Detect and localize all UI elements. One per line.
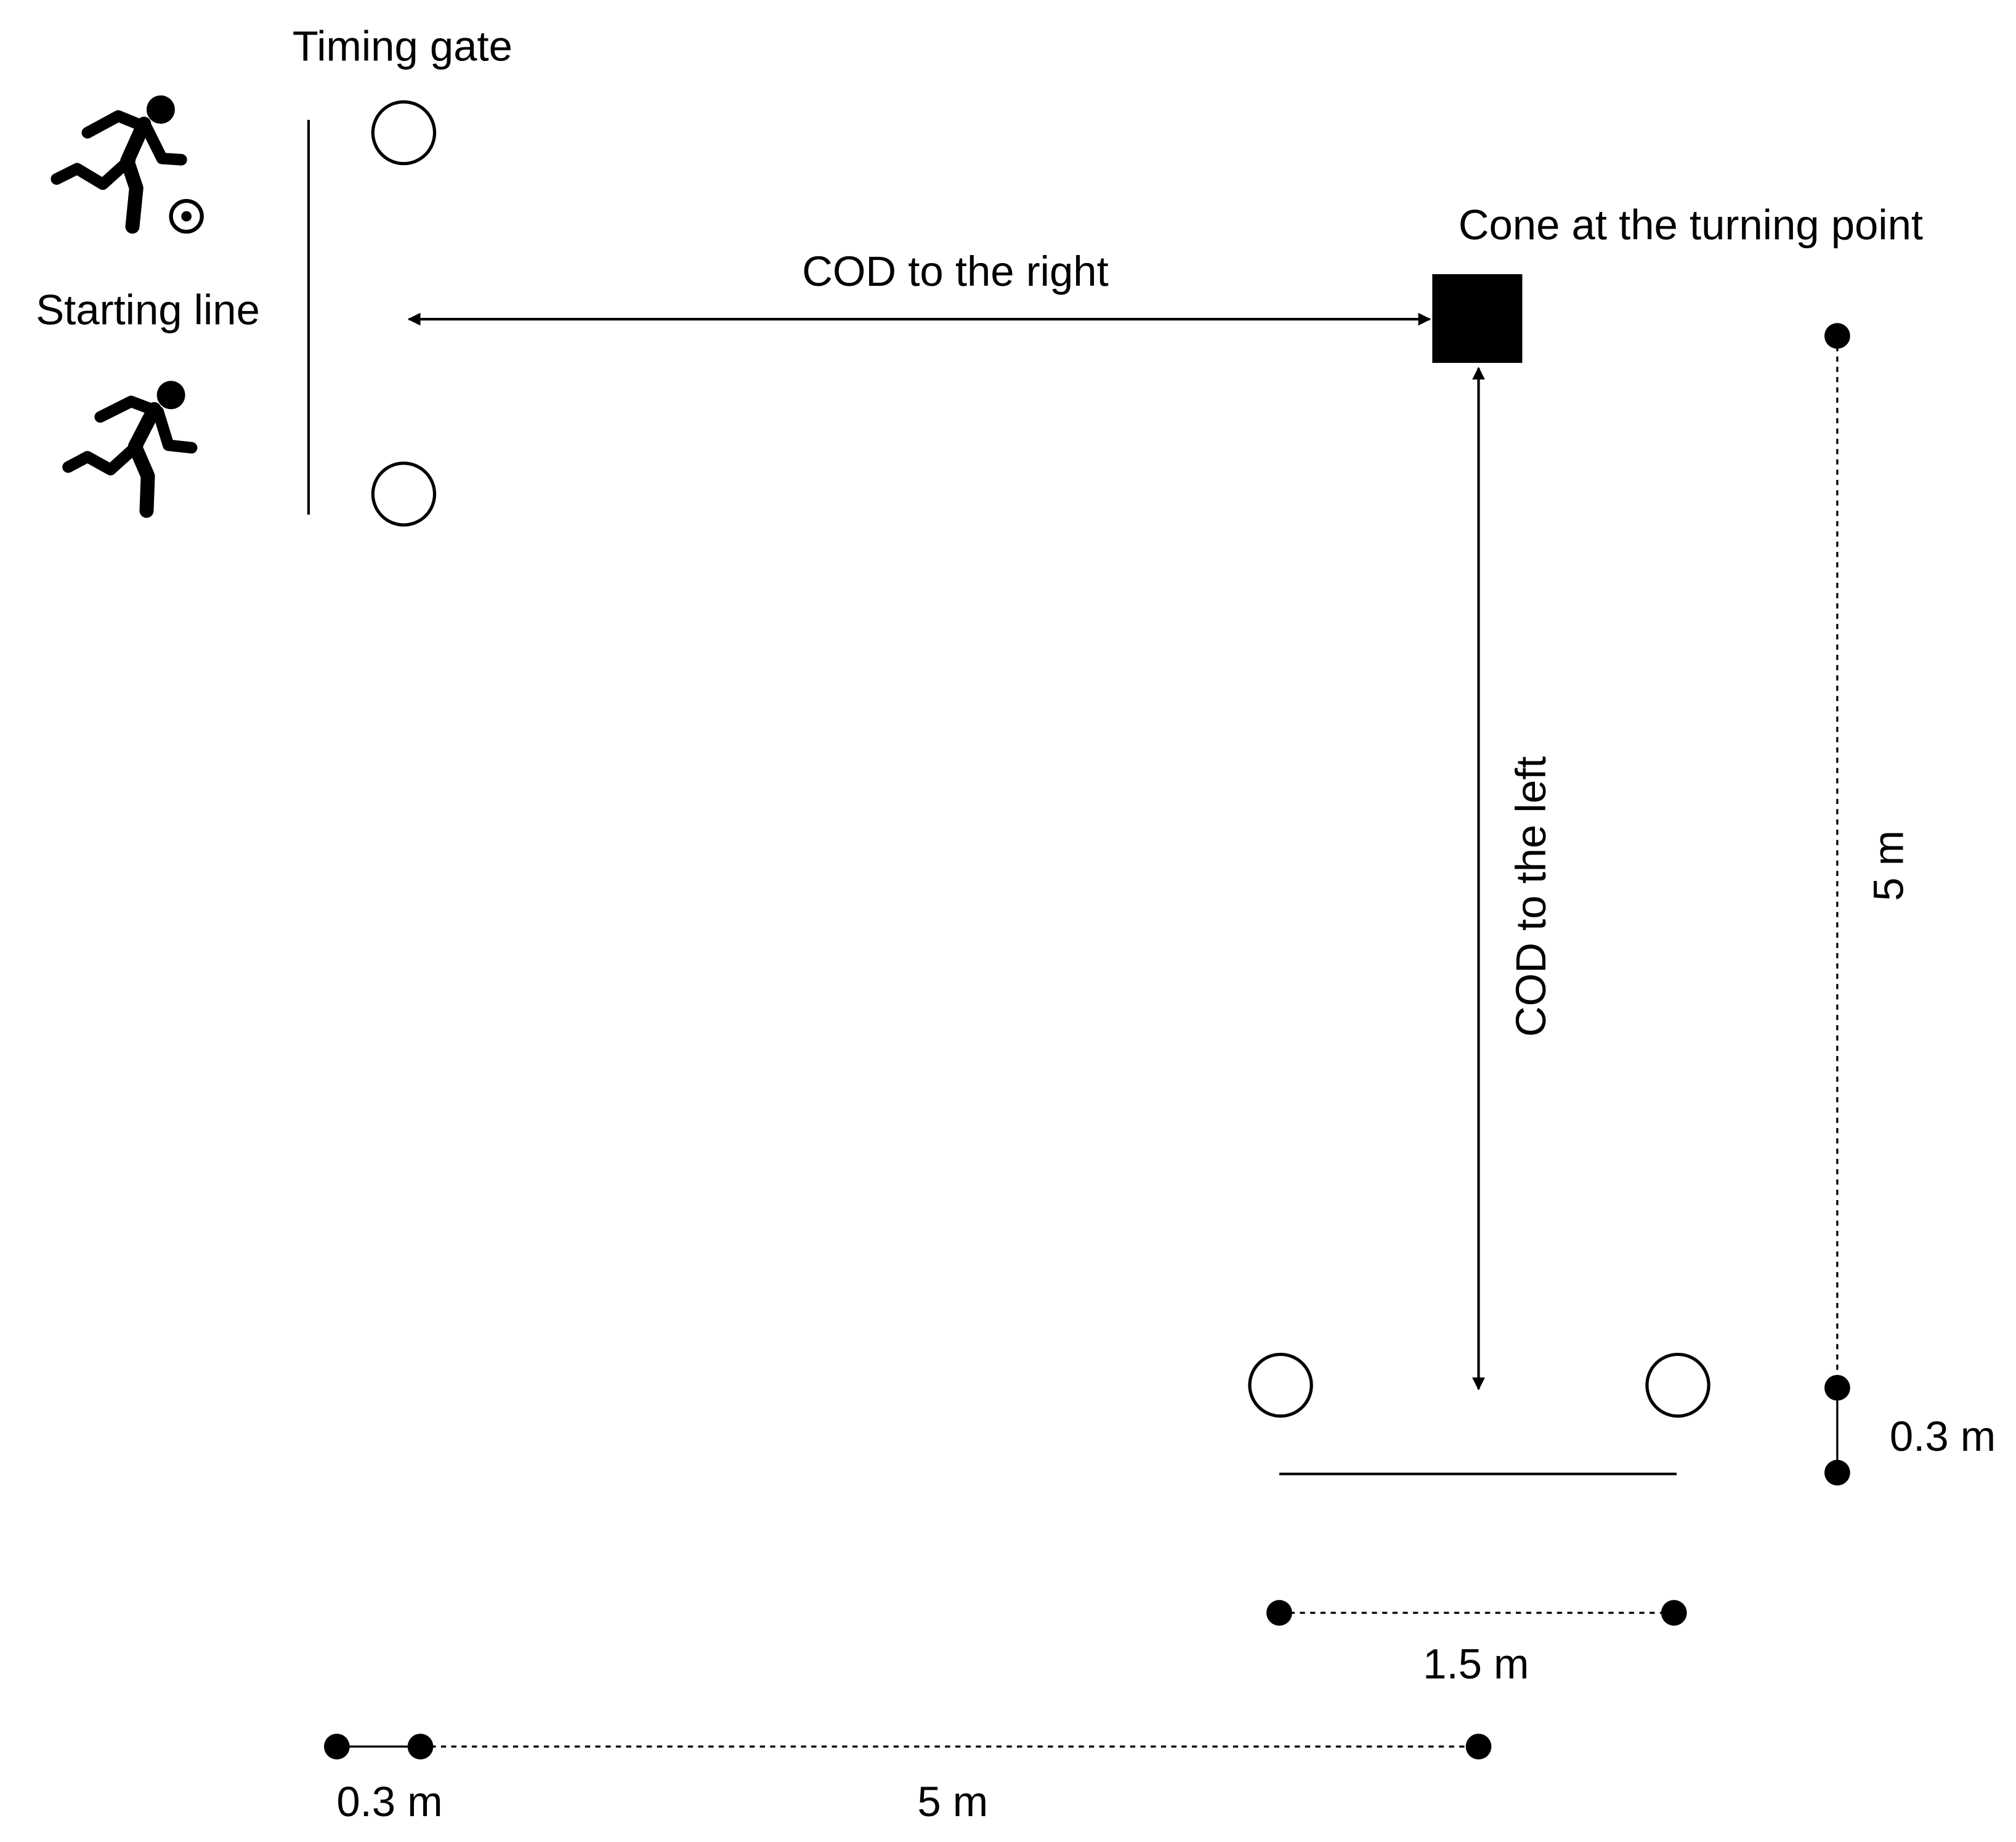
finish-gate-marker-right bbox=[1645, 1352, 1710, 1418]
timing-gate-marker-bottom bbox=[371, 461, 437, 527]
timing-gate-label: Timing gate bbox=[293, 23, 512, 70]
turning-point-cone bbox=[1432, 274, 1523, 363]
cod-right-label: COD to the right bbox=[802, 248, 1109, 295]
dimension-bottom-5m-label: 5 m bbox=[917, 1778, 988, 1825]
cod-left-label: COD to the left bbox=[1507, 757, 1555, 1037]
dimension-vertical-03m-label: 0.3 m bbox=[1890, 1413, 1996, 1460]
finish-gate-marker-left bbox=[1248, 1352, 1313, 1418]
runner-with-soccer-ball-icon bbox=[51, 95, 204, 234]
dimension-vertical-03m bbox=[1824, 1387, 1850, 1486]
dimension-vertical-5m-label: 5 m bbox=[1864, 830, 1912, 901]
timing-gate-marker-top bbox=[371, 100, 437, 166]
cone-turning-point-label: Cone at the turning point bbox=[1459, 201, 1923, 249]
dimension-bottom-15m bbox=[1266, 1600, 1687, 1626]
dimension-bottom-03m-5m bbox=[324, 1734, 1492, 1759]
starting-line-label: Starting line bbox=[36, 286, 260, 333]
dimension-bottom-03m-label: 0.3 m bbox=[336, 1778, 442, 1825]
dimension-bottom-15m-label: 1.5 m bbox=[1423, 1640, 1529, 1687]
runner-icon bbox=[62, 381, 198, 518]
dimension-vertical-5m bbox=[1824, 323, 1850, 1401]
